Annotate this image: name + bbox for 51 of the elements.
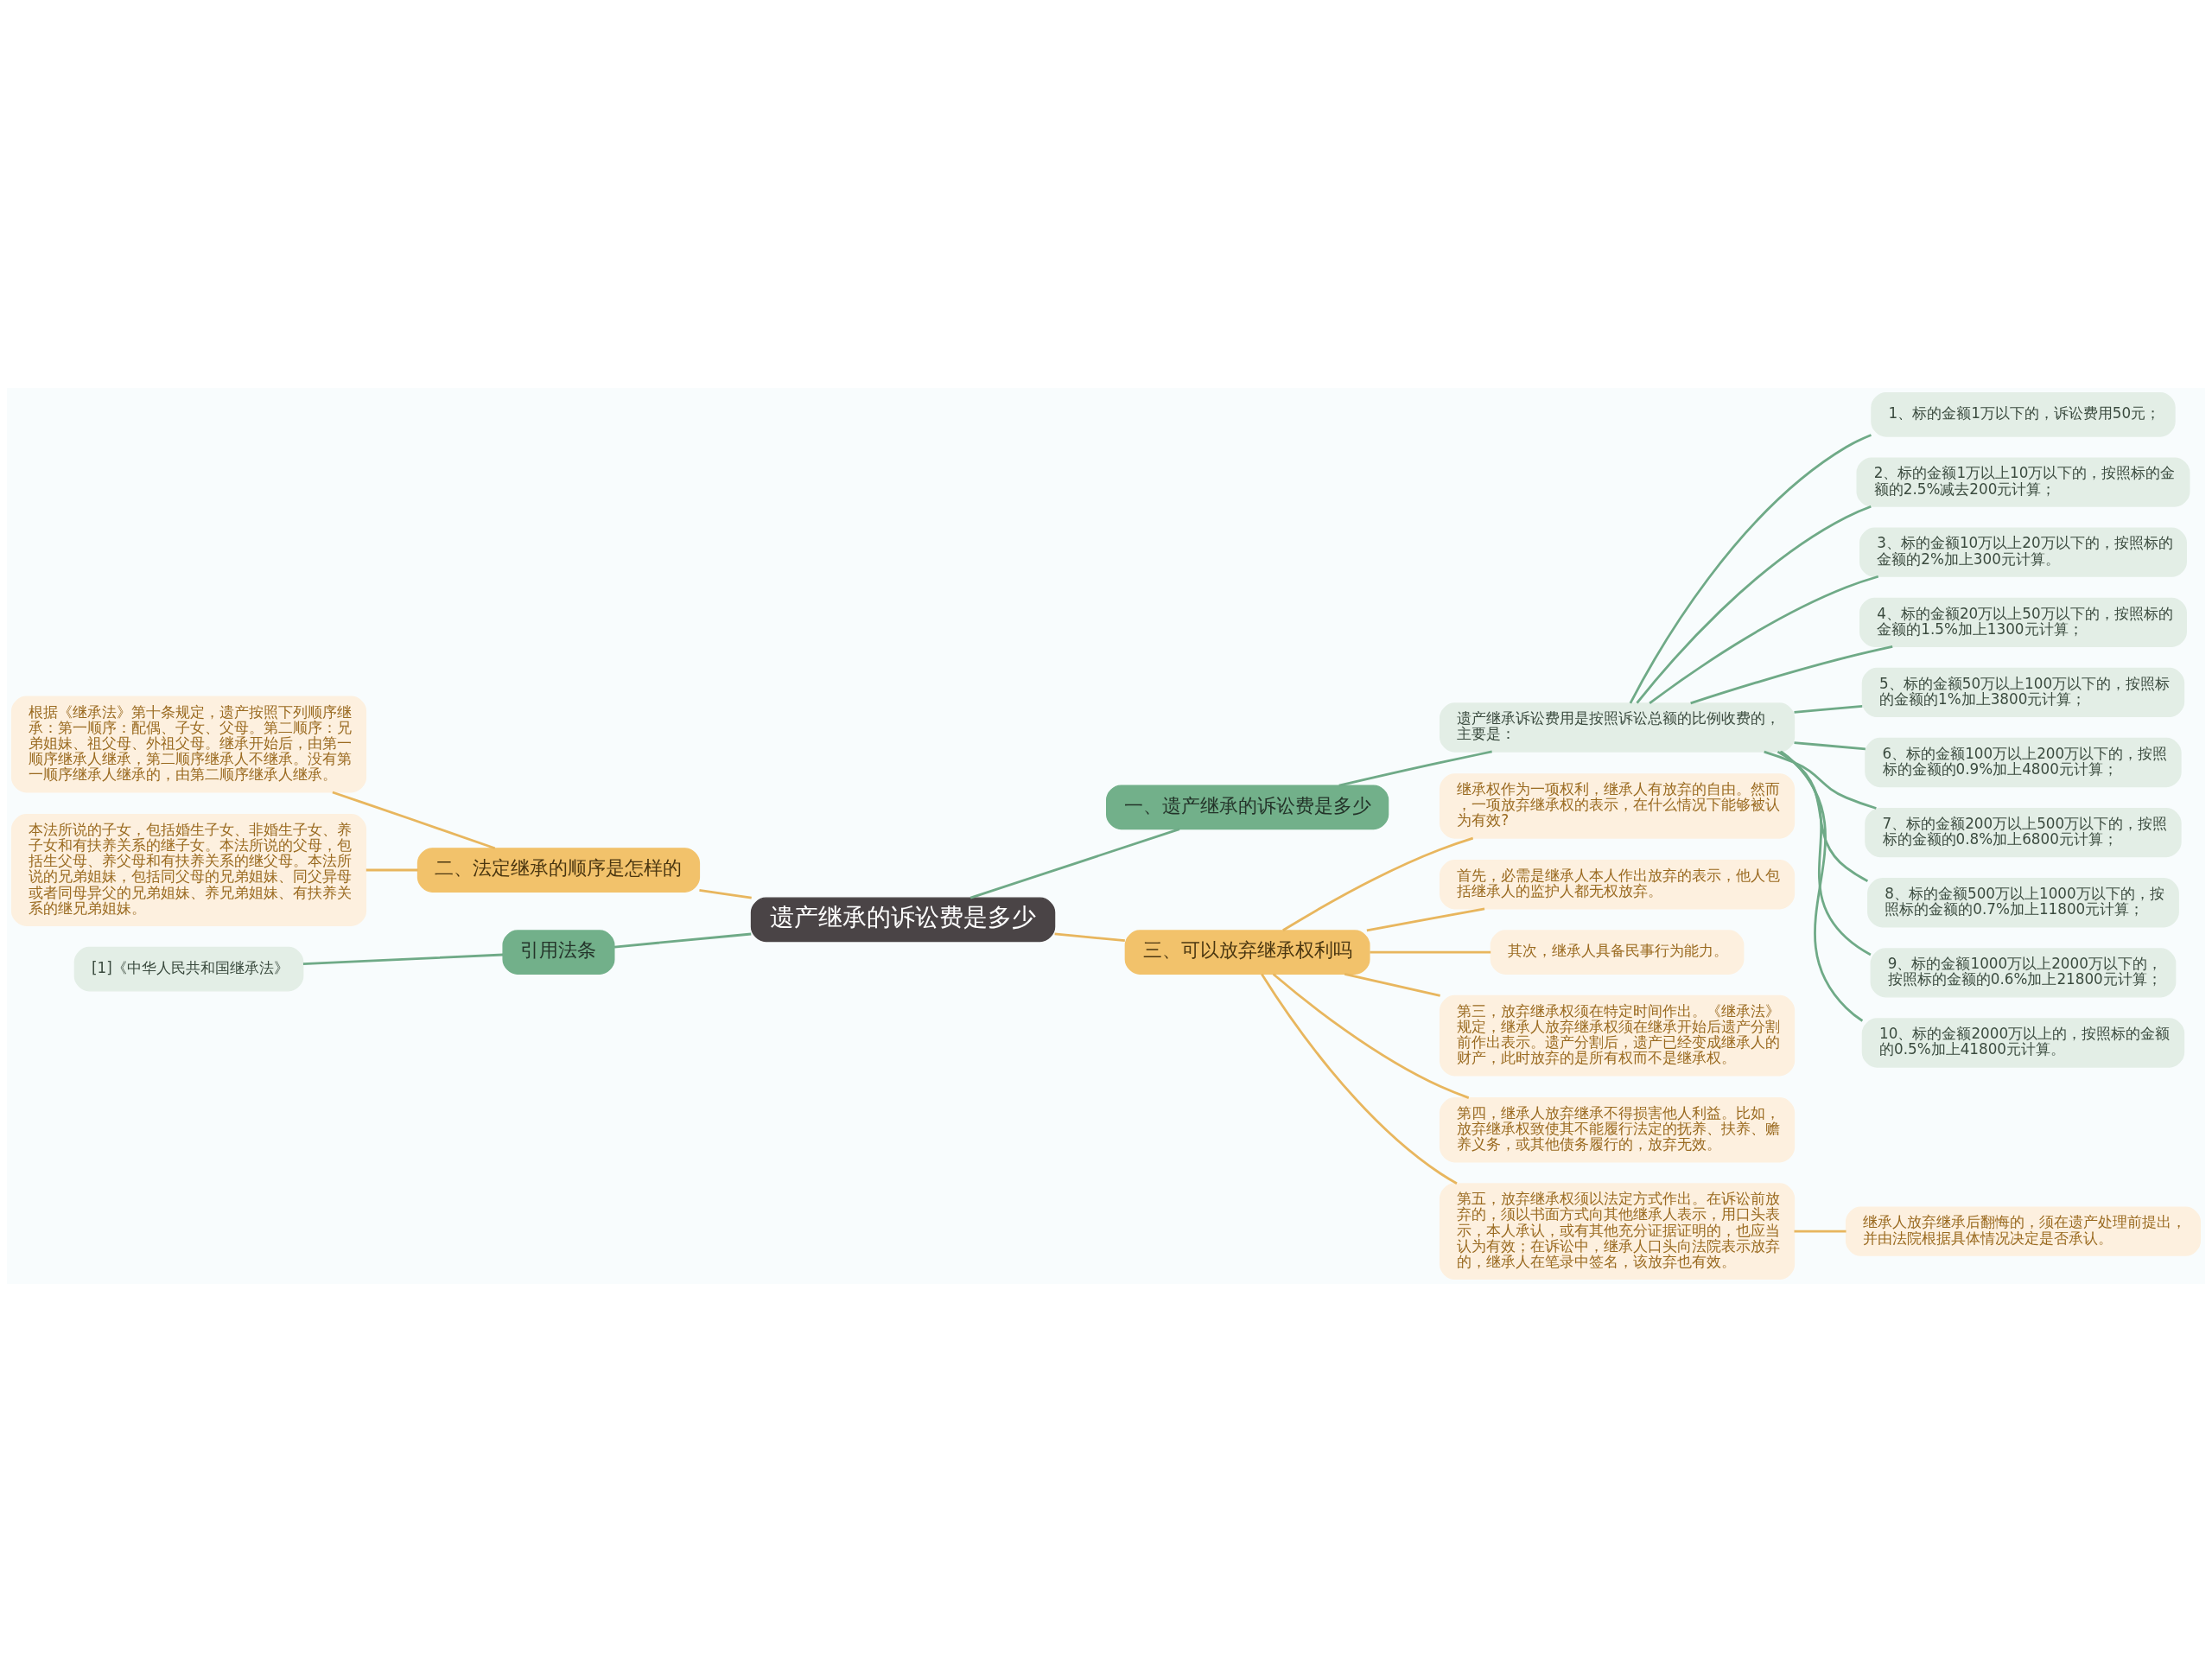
node-box: 继承人放弃继承后翻悔的，须在遗产处理前提出，并由法院根据具体情况决定是否承认。	[1845, 1206, 2202, 1256]
node-box: 6、标的金额100万以上200万以下的，按照标的金额的0.9%加上4800元计算；	[1865, 737, 2182, 787]
node-box: 第四，继承人放弃继承不得损害他人利益。比如，放弃继承权致使其不能履行法定的抚养、扶养、赡养义务，或其他债务履行的，放弃无效。	[1440, 1096, 1796, 1162]
connector	[1054, 932, 1125, 942]
node-box: 1、标的金额1万以下的，诉讼费用50元；	[1871, 391, 2176, 437]
connector	[1282, 836, 1474, 931]
node-box: 4、标的金额20万以上50万以下的，按照标的金额的1.5%加上1300元计算；	[1859, 597, 2187, 647]
node-box: 第三，放弃继承权须在特定时间作出。《继承法》规定，继承人放弃继承权须在继承开始后遗产分割前作出表示。遗产分割后，遗产已经变成继承人的财产，此时放弃的是所有权而不是继承权。	[1440, 994, 1796, 1076]
connector	[1272, 972, 1470, 1099]
connector	[332, 791, 496, 849]
node-box: 10、标的金额2000万以上的，按照标的金额的0.5%加上41800元计算。	[1861, 1017, 2185, 1068]
connector	[1636, 505, 1872, 704]
connector	[1690, 645, 1893, 704]
connector	[613, 932, 752, 948]
node-box: 遗产继承的诉讼费是多少	[750, 896, 1056, 942]
node-box: 继承权作为一项权利，继承人有放弃的自由。然而，一项放弃继承权的表示，在什么情况下能够被认为有效?	[1440, 772, 1796, 839]
node-box: 根据《继承法》第十条规定，遗产按照下列顺序继承：第一顺序：配偶、子女、父母。第二顺序：兄弟姐妹、祖父母、外祖父母。继承开始后，由第一顺序继承人继承，第二顺序继承人不继承。没有第一顺序继承人继承的，由第二顺序继承人继承。	[10, 696, 367, 792]
connector	[1629, 433, 1872, 703]
connector	[1794, 1229, 1847, 1233]
node-box: 首先，必需是继承人本人作出放弃的表示，他人包括继承人的监护人都无权放弃。	[1440, 859, 1796, 909]
connector	[1344, 972, 1440, 997]
node-box: 2、标的金额1万以上10万以下的，按照标的金额的2.5%减去200元计算；	[1856, 456, 2190, 507]
connector	[1779, 750, 1872, 956]
node-box: 9、标的金额1000万以上2000万以下的，按照标的金额的0.6%加上21800元计算；	[1870, 947, 2177, 998]
node-box: 第五，放弃继承权须以法定方式作出。在诉讼前放弃的，须以书面方式向其他继承人表示，用口头表示，本人承认，或有其他充分证据证明的，也应当认为有效；在诉讼中，继承人口头向法院表示放弃的，继承人在笔录中签名，该放弃也有效。	[1440, 1182, 1796, 1280]
node-box: 7、标的金额200万以上500万以下的，按照标的金额的0.8%加上6800元计算；	[1865, 807, 2182, 857]
connector	[1649, 575, 1879, 704]
connector	[1794, 740, 1866, 750]
connector	[1338, 750, 1492, 786]
node-box: 一、遗产继承的诉讼费是多少	[1106, 784, 1389, 829]
node-box: 二、法定继承的顺序是怎样的	[416, 847, 701, 893]
connector	[1777, 750, 1869, 882]
connector	[969, 827, 1180, 899]
connector	[1366, 906, 1485, 931]
connector	[1794, 704, 1863, 714]
connector	[699, 888, 752, 899]
connector	[1370, 950, 1491, 953]
node-box: 本法所说的子女，包括婚生子女、非婚生子女、养子女和有扶养关系的继子女。本法所说的父母，包括生父母、养父母和有扶养关系的继父母。本法所说的兄弟姐妹，包括同父母的兄弟姐妹、同父异母或者同母异父的兄弟姐妹、养兄弟姐妹、有扶养关系的继兄弟姐妹。	[10, 813, 367, 926]
node-box: 其次，继承人具备民事行为能力。	[1490, 929, 1745, 975]
node-box: [1]《中华人民共和国继承法》	[73, 946, 304, 992]
node-box: 3、标的金额10万以上20万以下的，按照标的金额的2%加上300元计算。	[1859, 527, 2187, 577]
connector	[1780, 750, 1864, 1022]
node-box: 5、标的金额50万以上100万以下的，按照标的金额的1%加上3800元计算；	[1861, 667, 2185, 717]
connector	[1764, 750, 1877, 810]
node-box: 8、标的金额500万以上1000万以下的，按照标的金额的0.7%加上11800元计算；	[1867, 877, 2179, 927]
node-box: 遗产继承诉讼费用是按照诉讼总额的比例收费的，主要是：	[1440, 702, 1796, 753]
node-box: 三、可以放弃继承权利吗	[1124, 929, 1370, 975]
connector	[1261, 973, 1458, 1185]
connector	[302, 953, 504, 965]
connector	[365, 868, 418, 871]
node-box: 引用法条	[502, 929, 615, 975]
